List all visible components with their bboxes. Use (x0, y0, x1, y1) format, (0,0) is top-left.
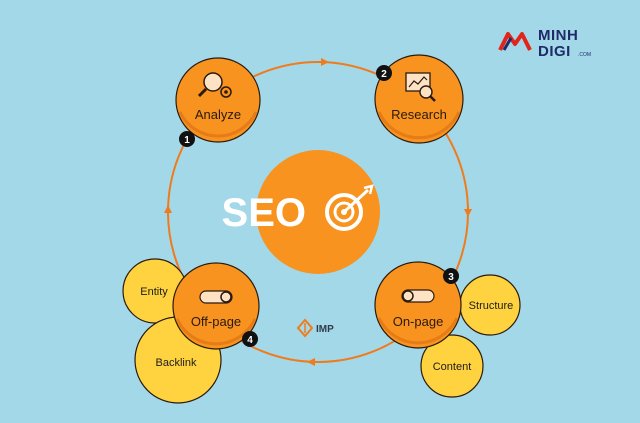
step-badge-3 (443, 268, 459, 284)
minhdigi-logo-icon (498, 32, 532, 51)
step-research: Research 2 (374, 54, 464, 144)
satellite-entity: Entity (122, 258, 188, 324)
step-number-3: 3 (448, 272, 454, 283)
imp-watermark-text: IMP (316, 324, 334, 335)
step-badge-2 (376, 65, 392, 81)
step-number-2: 2 (381, 69, 387, 80)
logo-suffix: .COM (578, 52, 591, 58)
satellite-structure: Structure (459, 274, 521, 336)
step-number-4: 4 (247, 335, 253, 346)
satellite-entity-label: Entity (140, 286, 168, 298)
cycle-arrows (164, 58, 472, 366)
step-research-label: Research (391, 107, 447, 122)
step-badge-4 (242, 331, 258, 347)
step-offpage-label: Off-page (191, 314, 241, 329)
step-badge-1 (179, 131, 195, 147)
center-seo: SEO (222, 150, 380, 274)
step-number-1: 1 (184, 135, 190, 146)
satellite-backlink-label: Backlink (156, 357, 197, 369)
magnifier-gear-icon (197, 72, 232, 98)
research-chart-icon (405, 72, 436, 102)
step-onpage: On-page 3 (374, 261, 462, 349)
step-offpage: Off-page 4 (172, 262, 260, 350)
satellite-content-label: Content (433, 361, 472, 373)
logo-line-1: MINH (538, 27, 578, 44)
satellite-content: Content (420, 334, 484, 398)
toggle-on-icon (401, 289, 435, 303)
imp-watermark: IMP (296, 318, 334, 338)
target-icon (325, 184, 374, 231)
step-onpage-label: On-page (393, 314, 444, 329)
center-seo-text: SEO (222, 191, 306, 235)
step-analyze-label: Analyze (195, 107, 241, 122)
step-analyze: Analyze 1 (175, 57, 261, 147)
logo-line-2: DIGI (538, 43, 571, 60)
toggle-off-icon (199, 290, 233, 304)
satellite-structure-label: Structure (469, 300, 514, 312)
imp-logo-icon (296, 318, 314, 338)
minhdigi-logo: MINH DIGI .COM (498, 27, 591, 60)
